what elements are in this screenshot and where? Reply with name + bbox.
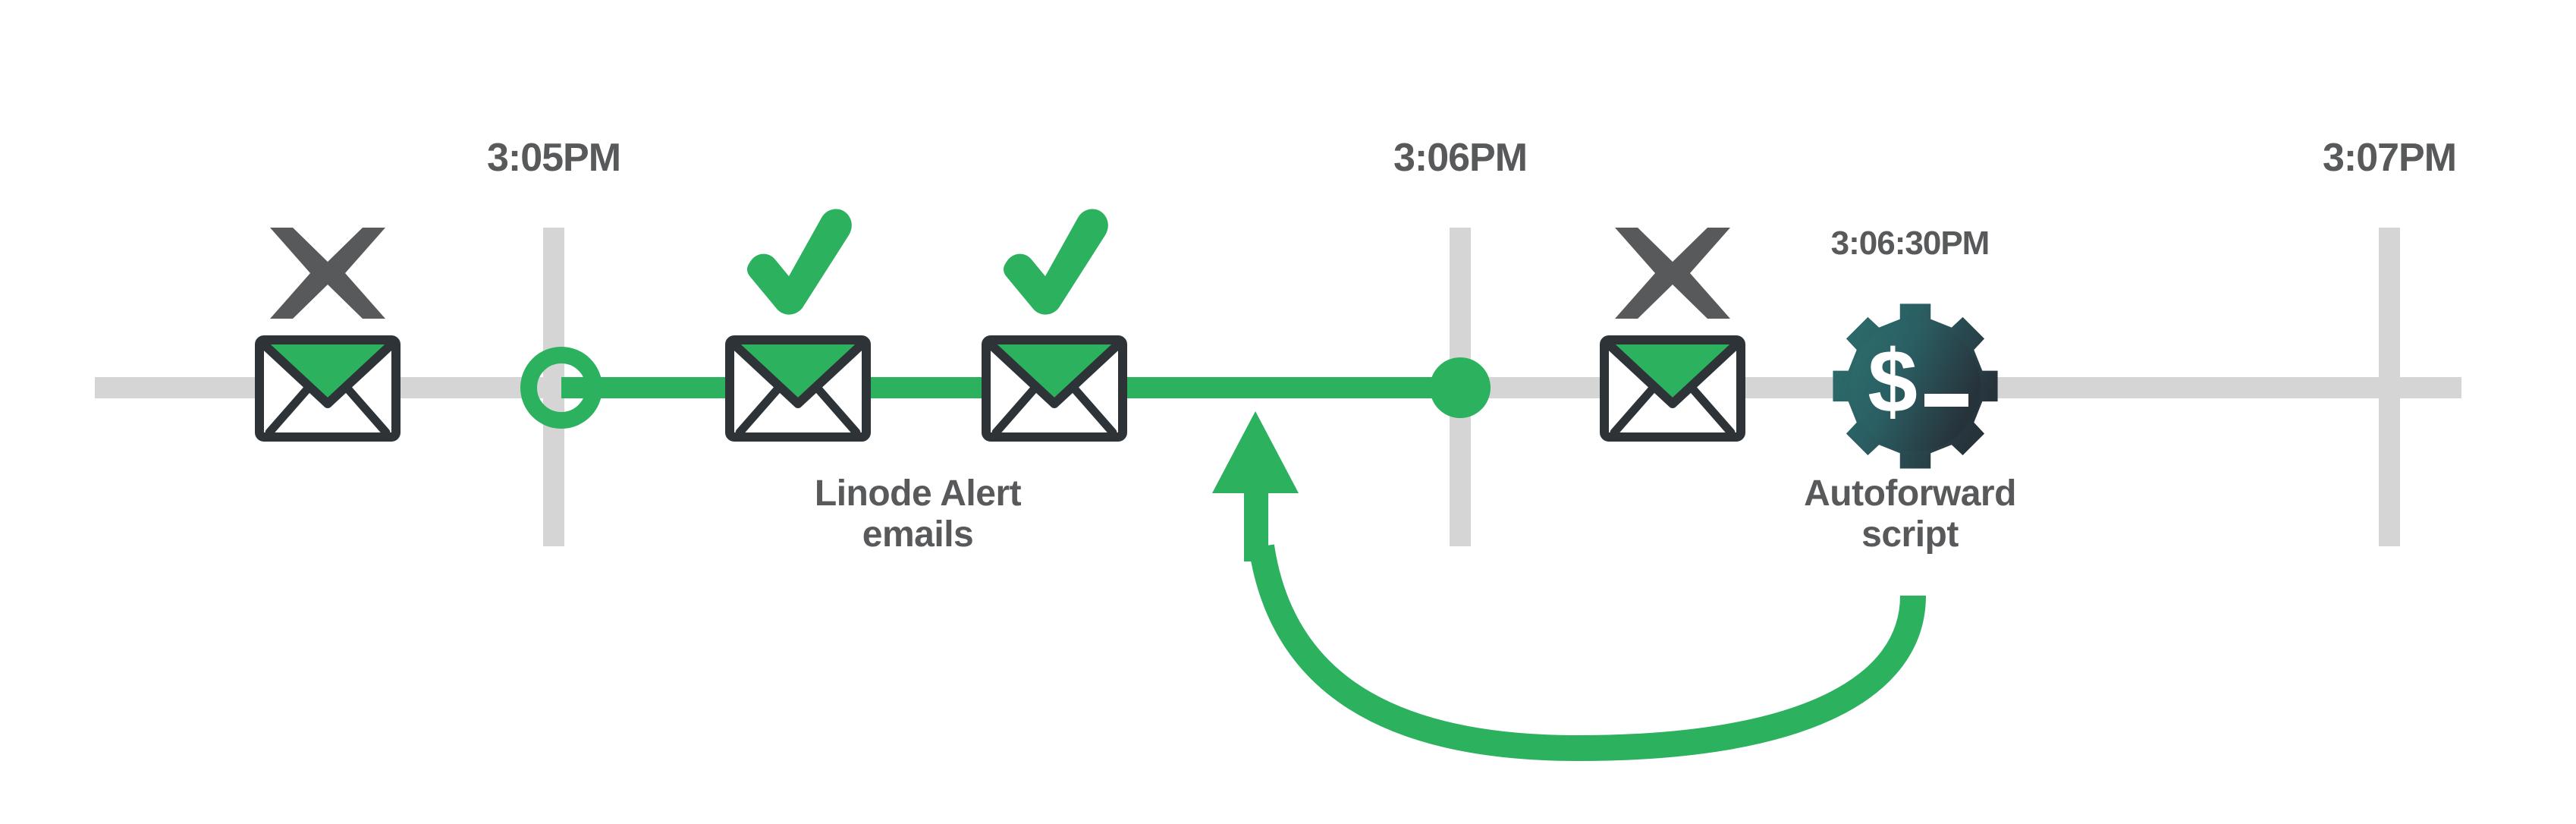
autoforward-feedback-arrow — [1212, 411, 1926, 762]
annotation-line-2: emails — [862, 514, 974, 555]
annotation-line-2: script — [1861, 514, 1959, 555]
envelope-icon-4 — [1600, 335, 1745, 442]
tick-mark-305 — [543, 228, 564, 546]
axis-tick-label-307: 3:07PM — [2322, 136, 2457, 180]
cursor-underscore — [1924, 394, 1968, 407]
annotation-line-1: Linode Alert — [814, 473, 1022, 514]
annotation-autoforward-script: Autoforward script — [1739, 473, 2081, 555]
envelope-icon-3 — [982, 335, 1127, 442]
axis-tick-label-305: 3:05PM — [486, 136, 621, 180]
annotation-line-1: Autoforward — [1804, 473, 2016, 514]
axis-tick-label-306: 3:06PM — [1393, 136, 1528, 180]
x-mark-icon-2 — [1615, 228, 1730, 319]
script-run-time-label: 3:06:30PM — [1830, 225, 1990, 262]
green-dot-marker — [1430, 357, 1491, 418]
envelope-icon-2 — [725, 335, 871, 442]
green-ring-marker — [520, 347, 602, 429]
tick-mark-307 — [2379, 228, 2400, 546]
dollar-glyph: $ — [1868, 332, 1918, 432]
annotation-linode-alert-emails: Linode Alert emails — [747, 473, 1089, 555]
gear-terminal-icon: $ — [1833, 303, 1998, 469]
check-mark-icon-2 — [1004, 209, 1108, 315]
envelope-icon-1 — [255, 335, 401, 442]
check-mark-icon-1 — [747, 209, 852, 315]
x-mark-icon-1 — [270, 228, 385, 319]
